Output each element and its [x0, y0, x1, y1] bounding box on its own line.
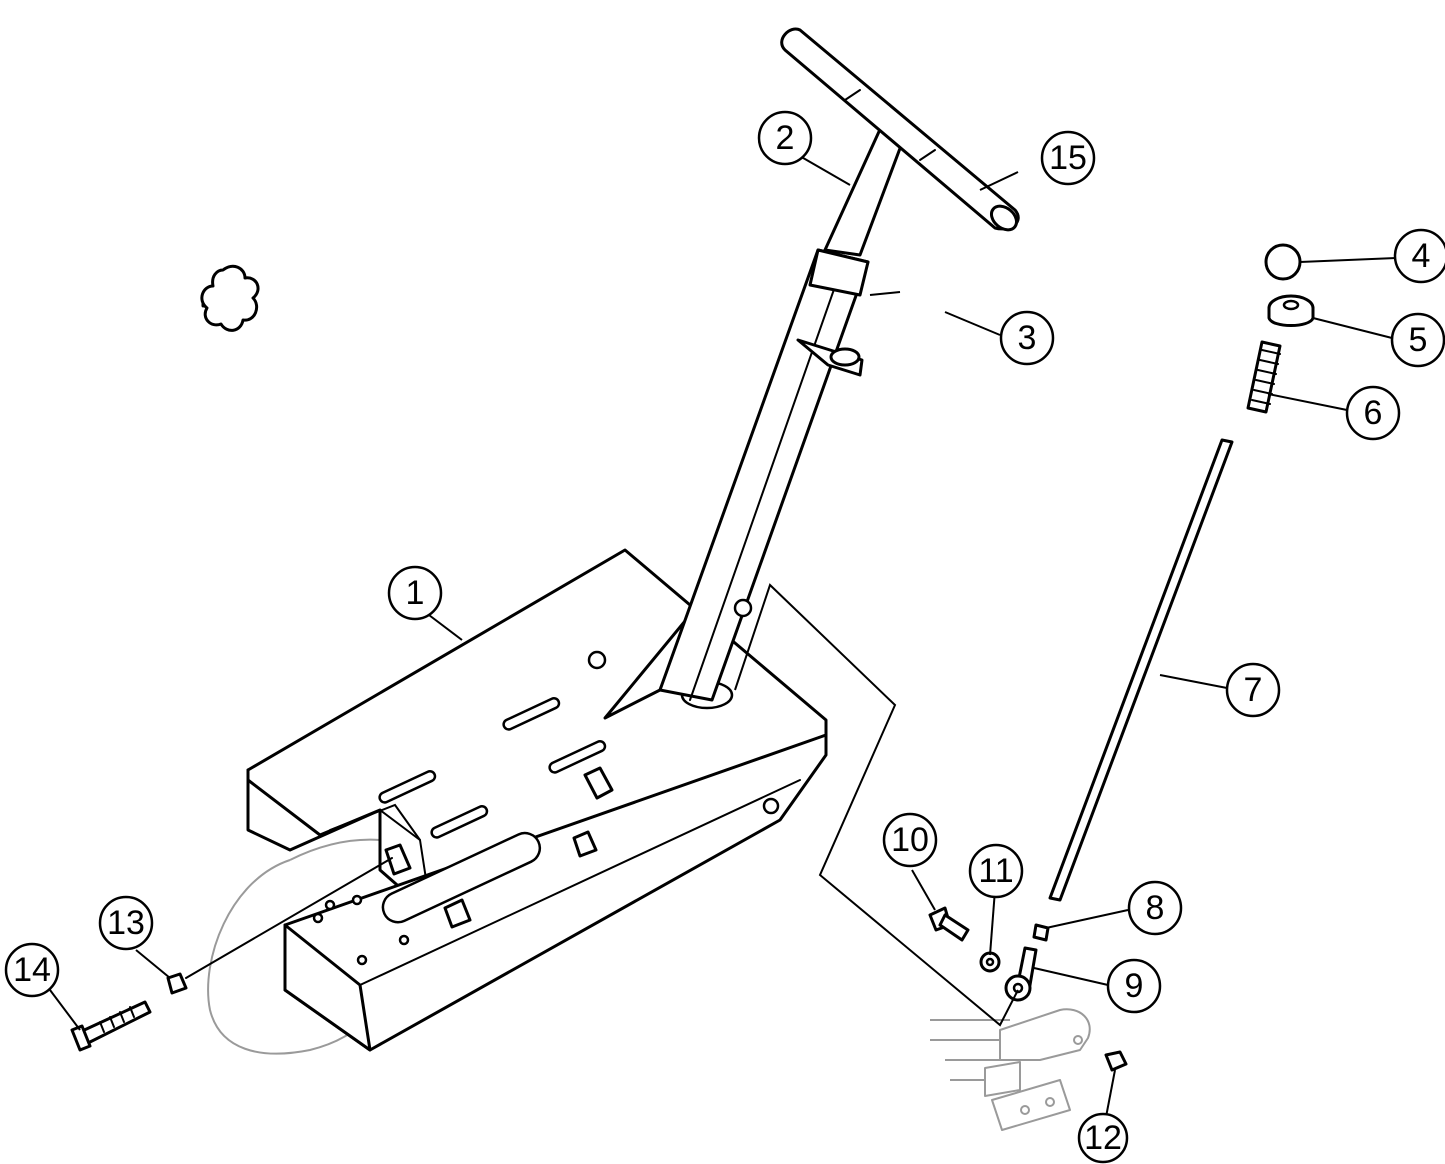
connection-leader: [734, 583, 1019, 1027]
callout-9-label: 9: [1125, 967, 1144, 1005]
callout-14: 14: [4, 942, 60, 998]
callout-leaders: [49, 154, 1397, 1118]
callout-6-label: 6: [1364, 394, 1383, 432]
rod-assembly: [928, 243, 1315, 1072]
callout-4-label: 4: [1412, 237, 1431, 275]
knob: [200, 264, 260, 332]
callout-7-label: 7: [1244, 671, 1263, 709]
callout-10-label: 10: [891, 821, 929, 859]
callout-5-label: 5: [1409, 321, 1428, 359]
callout-1: 1: [387, 565, 443, 621]
callout-4: 4: [1393, 228, 1445, 284]
callout-9: 9: [1106, 958, 1162, 1014]
callout-15: 15: [1040, 130, 1096, 186]
callout-1-label: 1: [406, 574, 425, 612]
callout-3: 3: [999, 310, 1055, 366]
callout-13-label: 13: [107, 904, 145, 942]
callout-8-label: 8: [1146, 889, 1165, 927]
callout-2: 2: [757, 110, 813, 166]
handle-assembly: [603, 27, 1020, 720]
callout-11-label: 11: [978, 852, 1013, 890]
callout-13: 13: [98, 895, 154, 951]
callout-6: 6: [1345, 385, 1401, 441]
callout-12: 12: [1077, 1112, 1129, 1164]
callout-3-label: 3: [1018, 319, 1037, 357]
callout-14-label: 14: [13, 951, 51, 989]
long-bolt: [70, 857, 393, 1052]
callout-7: 7: [1225, 662, 1281, 718]
callout-5: 5: [1390, 312, 1445, 368]
ghost-bracket-assembly: [930, 1008, 1091, 1131]
callout-15-label: 15: [1049, 139, 1087, 177]
callout-12-label: 12: [1084, 1119, 1122, 1157]
callout-11: 11: [968, 843, 1024, 899]
callout-2-label: 2: [776, 119, 795, 157]
callout-10: 10: [882, 812, 938, 868]
callout-8: 8: [1127, 880, 1183, 936]
